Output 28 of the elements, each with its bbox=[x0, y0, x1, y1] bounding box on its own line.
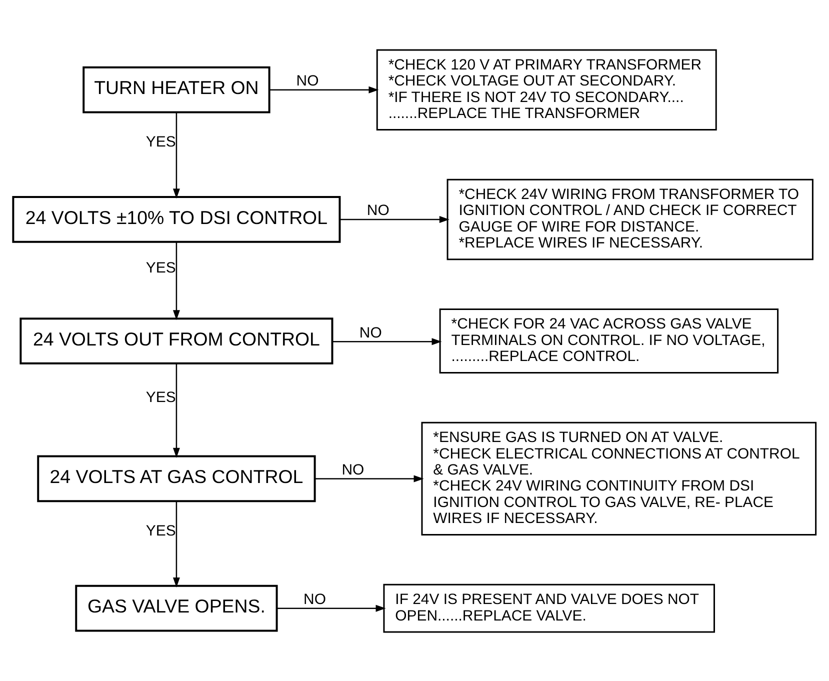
arrow bbox=[172, 242, 180, 320]
edge-label: YES bbox=[146, 388, 176, 406]
node-box: IF 24V IS PRESENT AND VALVE DOES NOT OPEN......REPLACE VALVE. bbox=[383, 583, 715, 632]
arrow bbox=[172, 500, 180, 587]
node-box: TURN HEATER ON bbox=[82, 66, 270, 113]
node-box: GAS VALVE OPENS. bbox=[75, 584, 278, 632]
arrow bbox=[340, 215, 450, 222]
node-box: 24 VOLTS OUT FROM CONTROL bbox=[20, 317, 334, 364]
arrow bbox=[276, 604, 386, 612]
arrow bbox=[315, 474, 424, 482]
edge-label: YES bbox=[146, 258, 176, 276]
arrow bbox=[332, 338, 442, 345]
node-box: *CHECK FOR 24 VAC ACROSS GAS VALVE TERMINALS ON CONTROL. IF NO VOLTAGE, .........REPLACE CONTROL. bbox=[439, 308, 779, 374]
node-box: *CHECK 24V WIRING FROM TRANSFORMER TO IGNITION CONTROL / AND CHECK IF CORRECT GAUGE OF WIRE FOR DISTANCE. *REPLACE WIRES IF NECESSARY. bbox=[446, 178, 814, 260]
arrow bbox=[269, 86, 379, 93]
node-box: *CHECK 120 V AT PRIMARY TRANSFORMER *CHECK VOLTAGE OUT AT SECONDARY. *IF THERE IS NOT 24V TO SECONDARY.... .......REPLACE THE TRANSFORMER bbox=[376, 48, 717, 130]
edge-label: NO bbox=[342, 460, 364, 478]
node-box: 24 VOLTS AT GAS CONTROL bbox=[37, 454, 316, 502]
edge-label: NO bbox=[359, 324, 382, 341]
arrow bbox=[172, 363, 180, 458]
edge-label: NO bbox=[296, 72, 319, 90]
edge-label: YES bbox=[146, 133, 176, 150]
edge-label: NO bbox=[304, 590, 326, 608]
node-box: *ENSURE GAS IS TURNED ON AT VALVE. *CHECK ELECTRICAL CONNECTIONS AT CONTROL & GAS VALVE. *CHECK 24V WIRING CONTINUITY FROM DSI IGNITION CONTROL TO GAS VALVE, RE- PLACE WIRES IF NECESSARY. bbox=[421, 421, 817, 536]
node-box: 24 VOLTS ±10% TO DSI CONTROL bbox=[12, 196, 341, 242]
arrow bbox=[172, 112, 180, 198]
edge-label: NO bbox=[366, 202, 390, 219]
edge-label: YES bbox=[146, 522, 176, 539]
